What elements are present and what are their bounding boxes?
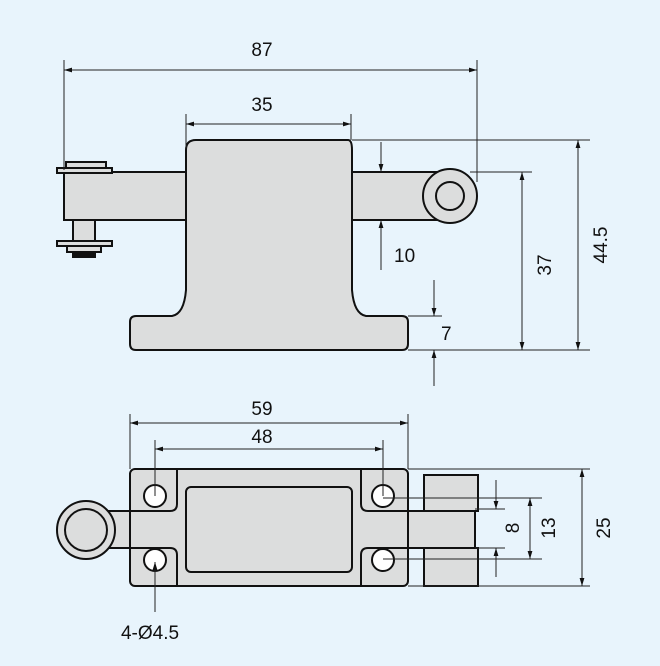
dim-48: 48	[251, 427, 272, 448]
dim-44-5: 44.5	[591, 227, 612, 264]
dim-37: 37	[535, 254, 556, 275]
dim-35: 35	[251, 95, 272, 116]
dim-10: 10	[394, 246, 415, 267]
dim-7: 7	[441, 324, 452, 345]
bracket-bottom	[423, 547, 479, 587]
mount-hole	[371, 548, 395, 572]
stud-bolt	[56, 161, 113, 258]
side-view: 87 35 10 37 44.5 7	[56, 40, 612, 386]
hole-callout: 4-Ø4.5	[121, 623, 179, 644]
dim-59: 59	[251, 399, 272, 420]
dim-13: 13	[539, 517, 560, 538]
body	[129, 139, 409, 351]
top-view: 59 48 8 13 25 4-Ø4.5	[56, 399, 615, 644]
dim-8: 8	[503, 523, 524, 534]
bracket-top	[423, 474, 479, 512]
left-arm	[63, 171, 189, 221]
dim-25: 25	[594, 517, 615, 538]
dim-87: 87	[251, 40, 272, 61]
center-housing	[185, 486, 353, 573]
